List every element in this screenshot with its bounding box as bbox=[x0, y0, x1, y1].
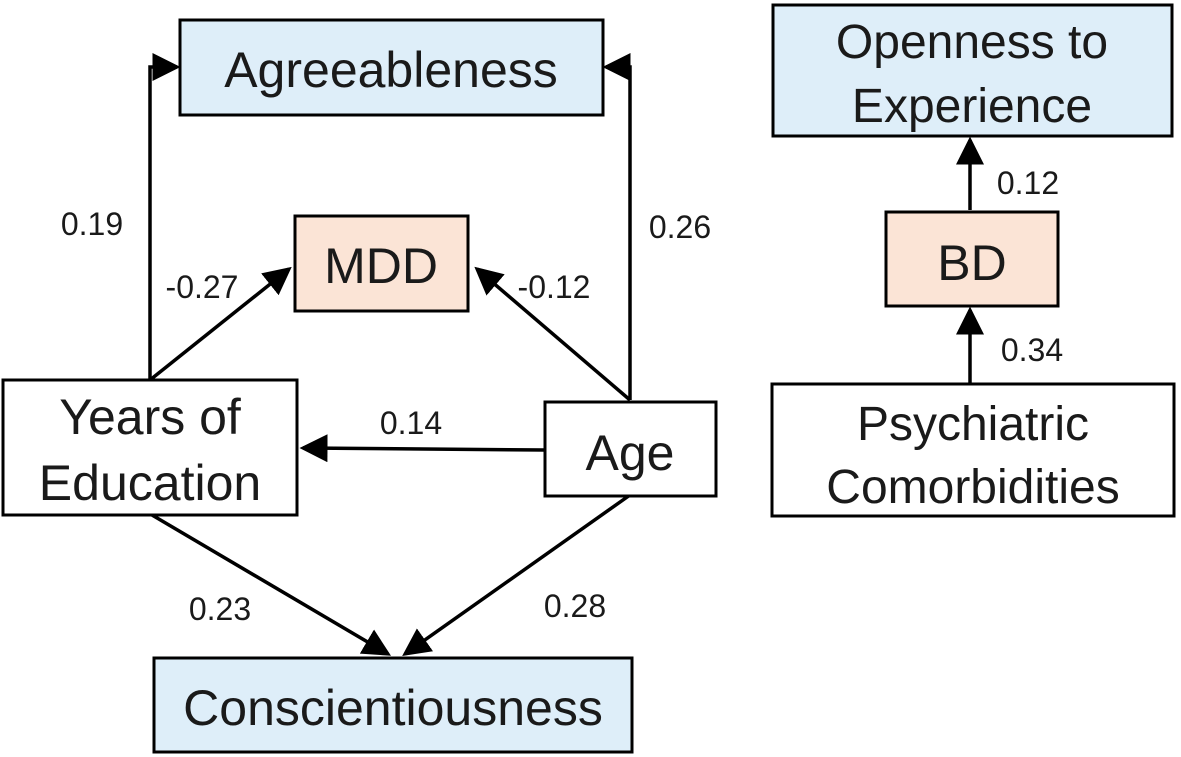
coef-age-to-education: 0.14 bbox=[380, 405, 442, 441]
edge-age-to-education bbox=[299, 434, 546, 463]
edge-age-to-agreeableness bbox=[602, 53, 632, 400]
node-openness-line1: Openness to bbox=[836, 16, 1108, 69]
node-years-of-education-line2: Education bbox=[39, 455, 261, 511]
edge-education-to-mdd bbox=[148, 266, 292, 382]
node-psychiatric-line2: Comorbidities bbox=[826, 461, 1119, 514]
coef-education-to-conscientiousness: 0.23 bbox=[189, 591, 251, 627]
node-conscientiousness: Conscientiousness bbox=[152, 656, 634, 754]
edge-age-to-conscientiousness bbox=[402, 493, 632, 657]
node-openness-to-experience: Openness to Experience bbox=[771, 3, 1174, 138]
coef-education-to-mdd: -0.27 bbox=[166, 269, 239, 305]
coef-age-to-mdd: -0.12 bbox=[518, 269, 591, 305]
coef-psychiatric-to-bd: 0.34 bbox=[1001, 332, 1063, 368]
node-psychiatric-comorbidities: Psychiatric Comorbidities bbox=[770, 382, 1176, 518]
node-agreeableness-label: Agreeableness bbox=[224, 42, 558, 98]
edge-education-to-conscientiousness bbox=[151, 513, 392, 656]
edge-age-to-mdd bbox=[474, 266, 632, 402]
node-conscientiousness-label: Conscientiousness bbox=[183, 680, 603, 736]
node-bd-label: BD bbox=[937, 235, 1006, 291]
coef-bd-to-openness: 0.12 bbox=[997, 165, 1059, 201]
node-agreeableness: Agreeableness bbox=[178, 18, 605, 117]
node-bd: BD bbox=[884, 210, 1060, 308]
node-age-label: Age bbox=[586, 425, 675, 481]
coef-age-to-conscientiousness: 0.28 bbox=[544, 588, 606, 624]
node-mdd-label: MDD bbox=[324, 238, 438, 294]
node-age: Age bbox=[543, 400, 718, 498]
node-years-of-education: Years of Education bbox=[1, 378, 299, 517]
node-psychiatric-line1: Psychiatric bbox=[857, 398, 1089, 451]
node-years-of-education-line1: Years of bbox=[59, 389, 241, 445]
coef-age-to-agreeableness: 0.26 bbox=[649, 209, 711, 245]
node-openness-line2: Experience bbox=[852, 80, 1092, 133]
node-mdd: MDD bbox=[293, 214, 470, 313]
coef-education-to-agreeableness: 0.19 bbox=[61, 206, 123, 242]
edge-education-to-agreeableness bbox=[148, 53, 181, 380]
